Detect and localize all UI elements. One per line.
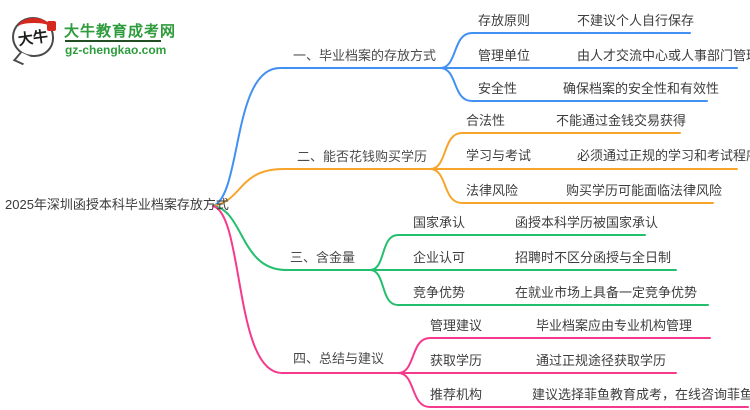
site-domain: gz-chengkao.com: [65, 43, 167, 57]
node-value: 毕业档案应由专业机构管理: [536, 318, 693, 333]
branch-3-main-curve: [212, 205, 677, 271]
branch-3-fork-down: [369, 269, 709, 306]
branch-4-fork-down: [397, 372, 749, 408]
branch-1-fork-up: [439, 32, 691, 69]
node-key: 学习与考试: [466, 148, 532, 163]
node-value: 不建议个人自行保存: [577, 13, 695, 28]
node-key: 竞争优势: [413, 285, 466, 300]
node-value: 建议选择菲鱼教育成考，在线咨询菲鱼老师: [532, 387, 750, 402]
branch-2-fork-down: [429, 168, 714, 204]
branch-3-label: 三、含金量: [290, 250, 356, 265]
node-key: 企业认可: [413, 250, 466, 265]
red-arc-icon: [18, 18, 50, 36]
node-key: 存放原则: [478, 13, 531, 28]
branch-1-fork-down: [439, 67, 708, 102]
node-key: 推荐机构: [430, 387, 483, 402]
red-seal-icon: [47, 21, 56, 31]
node-value: 通过正规途径获取学历: [536, 353, 667, 368]
node-key: 国家承认: [413, 215, 466, 230]
node-value: 函授本科学历被国家承认: [515, 215, 659, 230]
node-key: 法律风险: [466, 183, 519, 198]
branch-4-label: 四、总结与建议: [293, 351, 385, 366]
title-underline: [65, 40, 161, 42]
branch-2-fork-up: [429, 132, 681, 170]
branch-2-main-curve: [212, 168, 738, 207]
branch-3-fork-up: [369, 234, 646, 271]
node-key: 合法性: [466, 113, 506, 128]
site-logo: 大牛 大牛教育成考网 gz-chengkao.com: [10, 13, 200, 66]
central-topic: 2025年深圳函授本科毕业档案存放方式: [5, 197, 229, 212]
branch-4-main-curve: [212, 205, 677, 374]
node-value: 由人才交流中心或人事部门管理: [577, 48, 750, 63]
branch-1-main-curve: [212, 67, 738, 207]
branch-1-label: 一、毕业档案的存放方式: [293, 48, 437, 63]
speech-bubble-icon: 大牛: [12, 17, 56, 57]
node-value: 招聘时不区分函授与全日制: [515, 250, 672, 265]
site-title: 大牛教育成考网: [64, 23, 177, 40]
branch-2-label: 二、能否花钱购买学历: [297, 149, 428, 164]
node-key: 管理单位: [478, 48, 531, 63]
node-key: 安全性: [478, 81, 518, 96]
node-key: 获取学历: [430, 353, 483, 368]
node-value: 确保档案的安全性和有效性: [563, 81, 720, 96]
logo-glyph: 大牛: [17, 27, 50, 49]
node-value: 不能通过金钱交易获得: [556, 113, 687, 128]
node-value: 在就业市场上具备一定竞争优势: [515, 285, 698, 300]
node-key: 管理建议: [430, 318, 483, 333]
branch-4-fork-up: [397, 337, 711, 374]
node-value: 必须通过正规的学习和考试程序: [577, 148, 750, 163]
node-value: 购买学历可能面临法律风险: [566, 183, 723, 198]
